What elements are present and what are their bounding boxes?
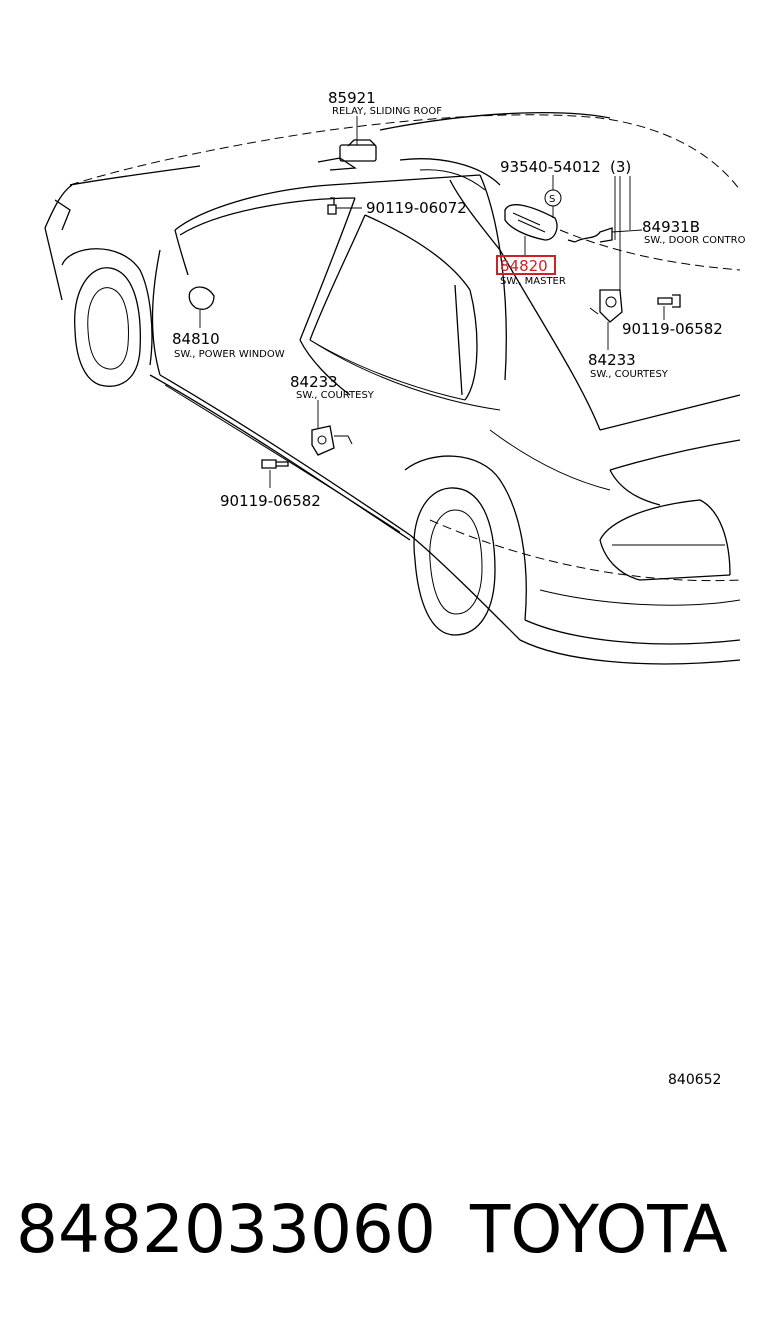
relay-sliding-roof-desc: RELAY, SLIDING ROOF <box>332 106 442 117</box>
power-window-number: 84810 <box>172 330 220 348</box>
door-control-desc: SW., DOOR CONTRO <box>644 235 746 246</box>
door-control-switch-sketch <box>567 227 613 243</box>
bolt-front-sketch <box>261 459 289 469</box>
master-switch-number: 84820 <box>500 257 548 275</box>
screw-set-number: 93540-54012 <box>500 158 601 176</box>
door-control-number: 84931B <box>642 218 700 236</box>
relay-sliding-roof-number: 85921 <box>328 89 376 107</box>
leader-lines <box>199 116 665 488</box>
courtesy-switch-rear-sketch <box>589 289 623 323</box>
courtesy-rear-number: 84233 <box>588 351 636 369</box>
master-switch-desc: SW., MASTER <box>500 276 566 287</box>
footer-brand: TOYOTA <box>470 1191 728 1268</box>
power-window-desc: SW., POWER WINDOW <box>174 349 285 360</box>
bolt-upper-number: 90119-06072 <box>366 199 467 217</box>
screw-set-qty: (3) <box>610 158 631 176</box>
screw-symbol-circle <box>544 189 562 207</box>
relay-sliding-roof-sketch <box>317 139 377 171</box>
bolt-upper-sketch <box>327 197 337 215</box>
bolt-rear-number: 90119-06582 <box>622 320 723 338</box>
courtesy-front-desc: SW., COURTESY <box>296 390 375 401</box>
car-body-outline <box>44 112 741 665</box>
courtesy-switch-front-sketch <box>311 425 353 456</box>
courtesy-rear-desc: SW., COURTESY <box>590 369 669 380</box>
figure-code: 840652 <box>668 1072 722 1088</box>
parts-diagram: S 85921 RELAY, SLIDING ROOF 90119-06072 … <box>44 89 746 665</box>
bolt-front-number: 90119-06582 <box>220 492 321 510</box>
courtesy-front-number: 84233 <box>290 373 338 391</box>
footer-part-number: 8482033060 <box>16 1191 436 1268</box>
bolt-rear-sketch <box>657 294 681 308</box>
master-switch-highlight-box <box>496 255 556 275</box>
footer: 8482033060 TOYOTA <box>0 1190 760 1280</box>
power-window-switch-sketch <box>188 286 215 310</box>
master-switch-sketch <box>504 204 558 241</box>
screw-symbol-label: S <box>549 194 555 205</box>
